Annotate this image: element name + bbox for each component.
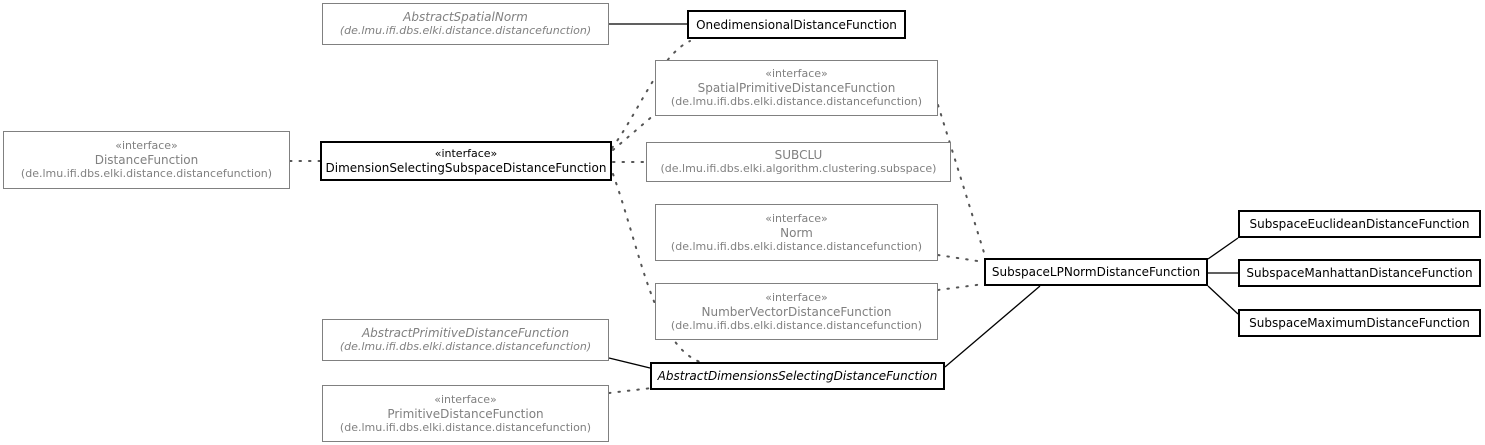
class-stereotype: «interface»	[765, 211, 828, 225]
class-package: (de.lmu.ifi.dbs.elki.distance.distancefu…	[670, 95, 923, 108]
class-name: Norm	[780, 225, 813, 240]
class-name: AbstractDimensionsSelectingDistanceFunct…	[657, 369, 938, 383]
class-node-distance-function[interactable]: «interface»DistanceFunction(de.lmu.ifi.d…	[3, 131, 290, 189]
class-package: (de.lmu.ifi.dbs.elki.distance.distancefu…	[339, 24, 592, 37]
class-package: (de.lmu.ifi.dbs.elki.distance.distancefu…	[670, 239, 923, 253]
class-node-onedimensional-distance-function[interactable]: OnedimensionalDistanceFunction	[687, 10, 906, 39]
class-name: NumberVectorDistanceFunction	[701, 304, 892, 319]
class-name: DistanceFunction	[94, 153, 199, 167]
class-stereotype: «interface»	[115, 139, 178, 152]
class-node-subspace-maximum-distance-function[interactable]: SubspaceMaximumDistanceFunction	[1238, 309, 1481, 337]
class-node-number-vector-distance-function[interactable]: «interface»NumberVectorDistanceFunction(…	[655, 283, 938, 340]
edge-dimension-selecting-subspace-distance-function-to-spatial-primitive-distance-function	[612, 113, 656, 151]
edge-subspace-lpnorm-distance-function-to-subspace-euclidean-distance-function	[1207, 237, 1239, 260]
class-stereotype: «interface»	[434, 392, 497, 406]
class-package: (de.lmu.ifi.dbs.elki.distance.distancefu…	[20, 167, 273, 180]
class-name: DimensionSelectingSubspaceDistanceFuncti…	[325, 161, 607, 175]
class-package: (de.lmu.ifi.dbs.elki.distance.distancefu…	[670, 318, 923, 332]
class-name: SubspaceMaximumDistanceFunction	[1249, 316, 1470, 330]
class-node-dimension-selecting-subspace-distance-function[interactable]: «interface»DimensionSelectingSubspaceDis…	[320, 141, 612, 181]
class-name: SUBCLU	[774, 148, 823, 162]
class-stereotype: «interface»	[765, 67, 828, 80]
class-node-subclu[interactable]: SUBCLU(de.lmu.ifi.dbs.elki.algorithm.clu…	[646, 142, 951, 182]
edge-spatial-primitive-distance-function-to-subspace-lpnorm-distance-function	[937, 104, 987, 260]
class-name: SubspaceEuclideanDistanceFunction	[1249, 217, 1470, 231]
class-package: (de.lmu.ifi.dbs.elki.algorithm.clusterin…	[660, 162, 937, 175]
class-name: SpatialPrimitiveDistanceFunction	[697, 81, 896, 95]
class-package: (de.lmu.ifi.dbs.elki.distance.distancefu…	[339, 420, 592, 434]
class-name: PrimitiveDistanceFunction	[387, 406, 544, 421]
class-node-subspace-lpnorm-distance-function[interactable]: SubspaceLPNormDistanceFunction	[984, 258, 1208, 286]
class-node-subspace-manhattan-distance-function[interactable]: SubspaceManhattanDistanceFunction	[1238, 259, 1481, 287]
class-node-norm[interactable]: «interface»Norm(de.lmu.ifi.dbs.elki.dist…	[655, 204, 938, 261]
edge-dimension-selecting-subspace-distance-function-to-abstract-dimensions-selecting-distance-function	[612, 173, 701, 363]
class-stereotype: «interface»	[765, 290, 828, 304]
class-name: SubspaceLPNormDistanceFunction	[991, 265, 1201, 279]
edge-primitive-distance-function-to-abstract-dimensions-selecting-distance-function	[608, 387, 653, 394]
class-name: AbstractPrimitiveDistanceFunction	[361, 326, 570, 340]
class-stereotype: «interface»	[434, 147, 498, 160]
class-name: AbstractSpatialNorm	[403, 10, 528, 24]
class-name: SubspaceManhattanDistanceFunction	[1246, 266, 1473, 280]
class-package: (de.lmu.ifi.dbs.elki.distance.distancefu…	[339, 340, 592, 353]
class-node-abstract-spatial-norm[interactable]: AbstractSpatialNorm(de.lmu.ifi.dbs.elki.…	[322, 3, 609, 45]
class-node-abstract-dimensions-selecting-distance-function[interactable]: AbstractDimensionsSelectingDistanceFunct…	[650, 362, 945, 390]
class-node-primitive-distance-function[interactable]: «interface»PrimitiveDistanceFunction(de.…	[322, 385, 609, 442]
class-node-subspace-euclidean-distance-function[interactable]: SubspaceEuclideanDistanceFunction	[1238, 210, 1481, 238]
edge-number-vector-distance-function-to-subspace-lpnorm-distance-function	[937, 283, 985, 291]
edge-subspace-lpnorm-distance-function-to-subspace-maximum-distance-function	[1207, 285, 1239, 315]
class-node-abstract-primitive-distance-function[interactable]: AbstractPrimitiveDistanceFunction(de.lmu…	[322, 319, 609, 361]
class-node-spatial-primitive-distance-function[interactable]: «interface»SpatialPrimitiveDistanceFunct…	[655, 60, 938, 116]
edge-norm-to-subspace-lpnorm-distance-function	[937, 254, 985, 263]
class-name: OnedimensionalDistanceFunction	[696, 17, 897, 32]
edge-subspace-lpnorm-distance-function-to-abstract-dimensions-selecting-distance-function	[944, 285, 1041, 368]
edge-abstract-primitive-distance-function-to-abstract-dimensions-selecting-distance-function	[608, 357, 651, 369]
